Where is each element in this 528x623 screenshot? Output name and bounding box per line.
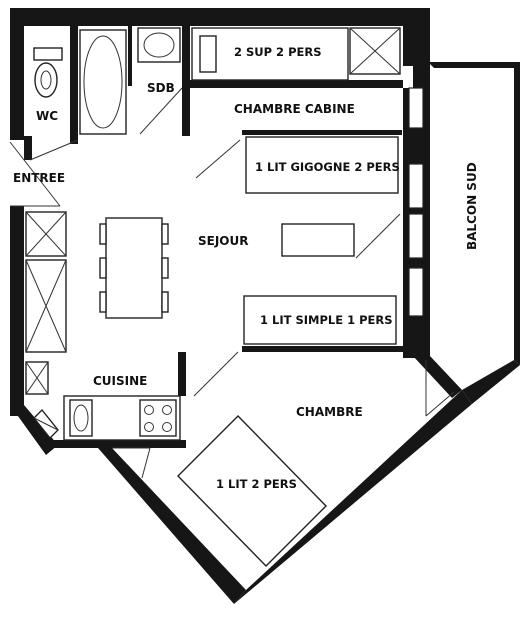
room-label-sejour: SEJOUR [198, 234, 249, 248]
bed-label-double: 1 LIT 2 PERS [216, 477, 297, 491]
bed-label-sup: 2 SUP 2 PERS [234, 45, 322, 59]
bed-simple [243, 295, 397, 345]
washbasin [137, 27, 181, 63]
bed-label-simple: 1 LIT SIMPLE 1 PERS [260, 313, 393, 327]
doors [9, 87, 455, 479]
kitchen-counter [63, 395, 181, 441]
bathtub [79, 29, 127, 135]
dining-table [99, 217, 169, 319]
cabinet-kitchen [25, 361, 59, 440]
room-label-wc: WC [36, 109, 58, 123]
exterior-walls [10, 8, 520, 604]
room-label-cuisine: CUISINE [93, 374, 147, 388]
room-label-chambre: CHAMBRE [296, 405, 363, 419]
wc-toilet [33, 47, 63, 98]
windows [408, 87, 424, 317]
room-label-balcon-sud: BALCON SUD [465, 162, 479, 250]
bed-gigogne [245, 136, 399, 194]
room-label-chambre-cabine: CHAMBRE CABINE [234, 102, 355, 116]
bed-sup [191, 27, 349, 81]
cabinet-entree [25, 211, 67, 353]
cabinet-cabine [349, 27, 401, 75]
interior-walls [24, 26, 413, 396]
bed-double [177, 415, 327, 567]
room-label-entree: ENTREE [13, 171, 65, 185]
coffee-table [281, 223, 355, 257]
room-label-sdb: SDB [147, 81, 175, 95]
bed-label-gigogne: 1 LIT GIGOGNE 2 PERS [255, 160, 400, 174]
